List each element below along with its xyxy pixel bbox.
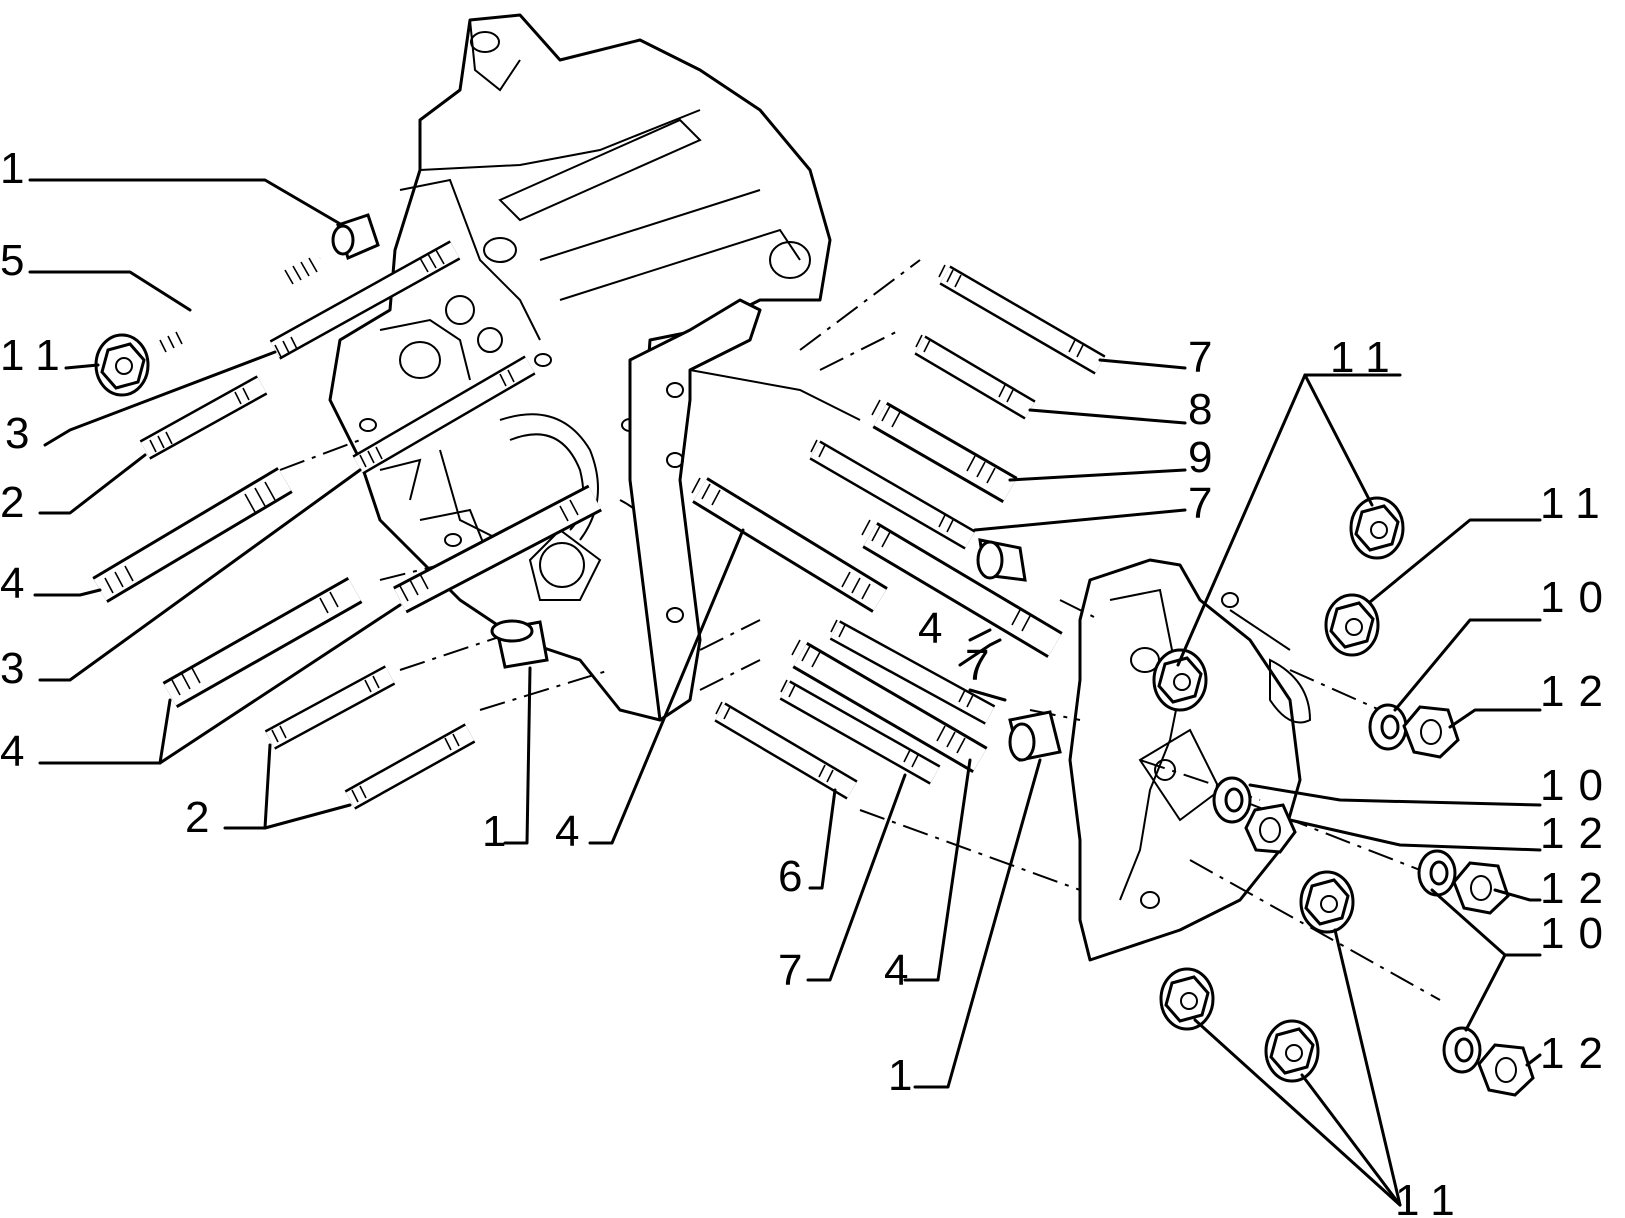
washer-10d <box>1442 1026 1482 1074</box>
callout-11: 11 <box>1330 333 1404 382</box>
callout-7: 7 <box>1188 479 1212 528</box>
callout-11: 11 <box>1395 1176 1469 1218</box>
stud-2b <box>264 665 396 750</box>
flange-nut-11c <box>1324 593 1380 657</box>
callout-12: 12 <box>1540 667 1617 716</box>
flange-nut-11f <box>1159 967 1215 1031</box>
gearbox-housing <box>328 13 832 722</box>
callout-labels: 1 5 11 3 2 4 3 4 2 1 4 6 7 4 1 7 8 9 7 4… <box>0 144 1617 1218</box>
nut-12c <box>1452 861 1510 915</box>
callout-4: 4 <box>555 807 579 856</box>
callout-4: 4 <box>0 727 24 776</box>
callout-10: 10 <box>1540 909 1617 958</box>
nut-12b <box>1244 803 1297 854</box>
callout-2: 2 <box>0 478 24 527</box>
stud-4d <box>691 477 888 613</box>
nut-12d <box>1477 1043 1535 1097</box>
rear-cover <box>1068 558 1312 962</box>
stud-7b <box>809 439 976 550</box>
dowel-1b <box>490 619 549 669</box>
stud-5 <box>155 250 325 353</box>
stud-7a <box>938 264 1106 375</box>
callout-2: 2 <box>185 793 209 842</box>
stud-8 <box>914 334 1036 420</box>
stud-7c <box>829 619 996 725</box>
flange-nut-11e <box>1299 870 1355 934</box>
callout-7: 7 <box>965 641 989 690</box>
callout-7: 7 <box>778 946 802 995</box>
stud-6 <box>714 701 858 800</box>
callout-12: 12 <box>1540 1029 1617 1078</box>
callout-1: 1 <box>0 144 24 193</box>
callout-4: 4 <box>0 559 24 608</box>
stud-4e <box>861 519 1063 658</box>
stud-4f <box>791 639 988 773</box>
callout-10: 10 <box>1540 573 1617 622</box>
callout-10: 10 <box>1540 761 1617 810</box>
dowel-1c <box>976 538 1027 582</box>
dowel-1a <box>331 213 380 261</box>
callout-7: 7 <box>1188 333 1212 382</box>
callout-5: 5 <box>0 236 24 285</box>
callout-3: 3 <box>5 409 29 458</box>
stud-7d <box>779 679 941 785</box>
callout-8: 8 <box>1188 385 1212 434</box>
callout-4: 4 <box>918 604 942 653</box>
flange-nut-11g <box>1264 1019 1320 1083</box>
flange-nut-11b <box>1349 496 1405 560</box>
callout-1: 1 <box>888 1051 912 1100</box>
stud-4b <box>162 576 363 709</box>
dowel-1d <box>1008 710 1062 762</box>
leader-lines <box>28 178 1542 1207</box>
callout-3: 3 <box>0 644 24 693</box>
nut-12a <box>1402 705 1460 759</box>
washer-10a <box>1368 703 1408 751</box>
flange-nut-11d <box>1152 648 1208 712</box>
callout-11: 11 <box>0 331 74 380</box>
nuts-washers <box>94 333 1535 1097</box>
intermediate-plate <box>628 298 861 722</box>
callout-9: 9 <box>1188 433 1212 482</box>
callout-1: 1 <box>482 807 506 856</box>
callout-4: 4 <box>884 946 908 995</box>
stud-9 <box>871 399 1018 503</box>
flange-nut-11a <box>94 333 150 397</box>
stud-2c <box>344 723 476 810</box>
stud-4a <box>92 467 293 603</box>
washer-10b <box>1212 776 1252 824</box>
callout-11: 11 <box>1540 479 1614 528</box>
stud-4c <box>393 484 602 614</box>
callout-6: 6 <box>778 852 802 901</box>
stud-3b <box>352 355 536 475</box>
callout-12: 12 <box>1540 864 1617 913</box>
studs <box>92 240 1106 810</box>
stud-2a <box>139 375 268 460</box>
stud-3a <box>269 240 461 360</box>
dowels <box>331 213 1062 762</box>
callout-12: 12 <box>1540 809 1617 858</box>
washer-10c <box>1417 849 1457 897</box>
